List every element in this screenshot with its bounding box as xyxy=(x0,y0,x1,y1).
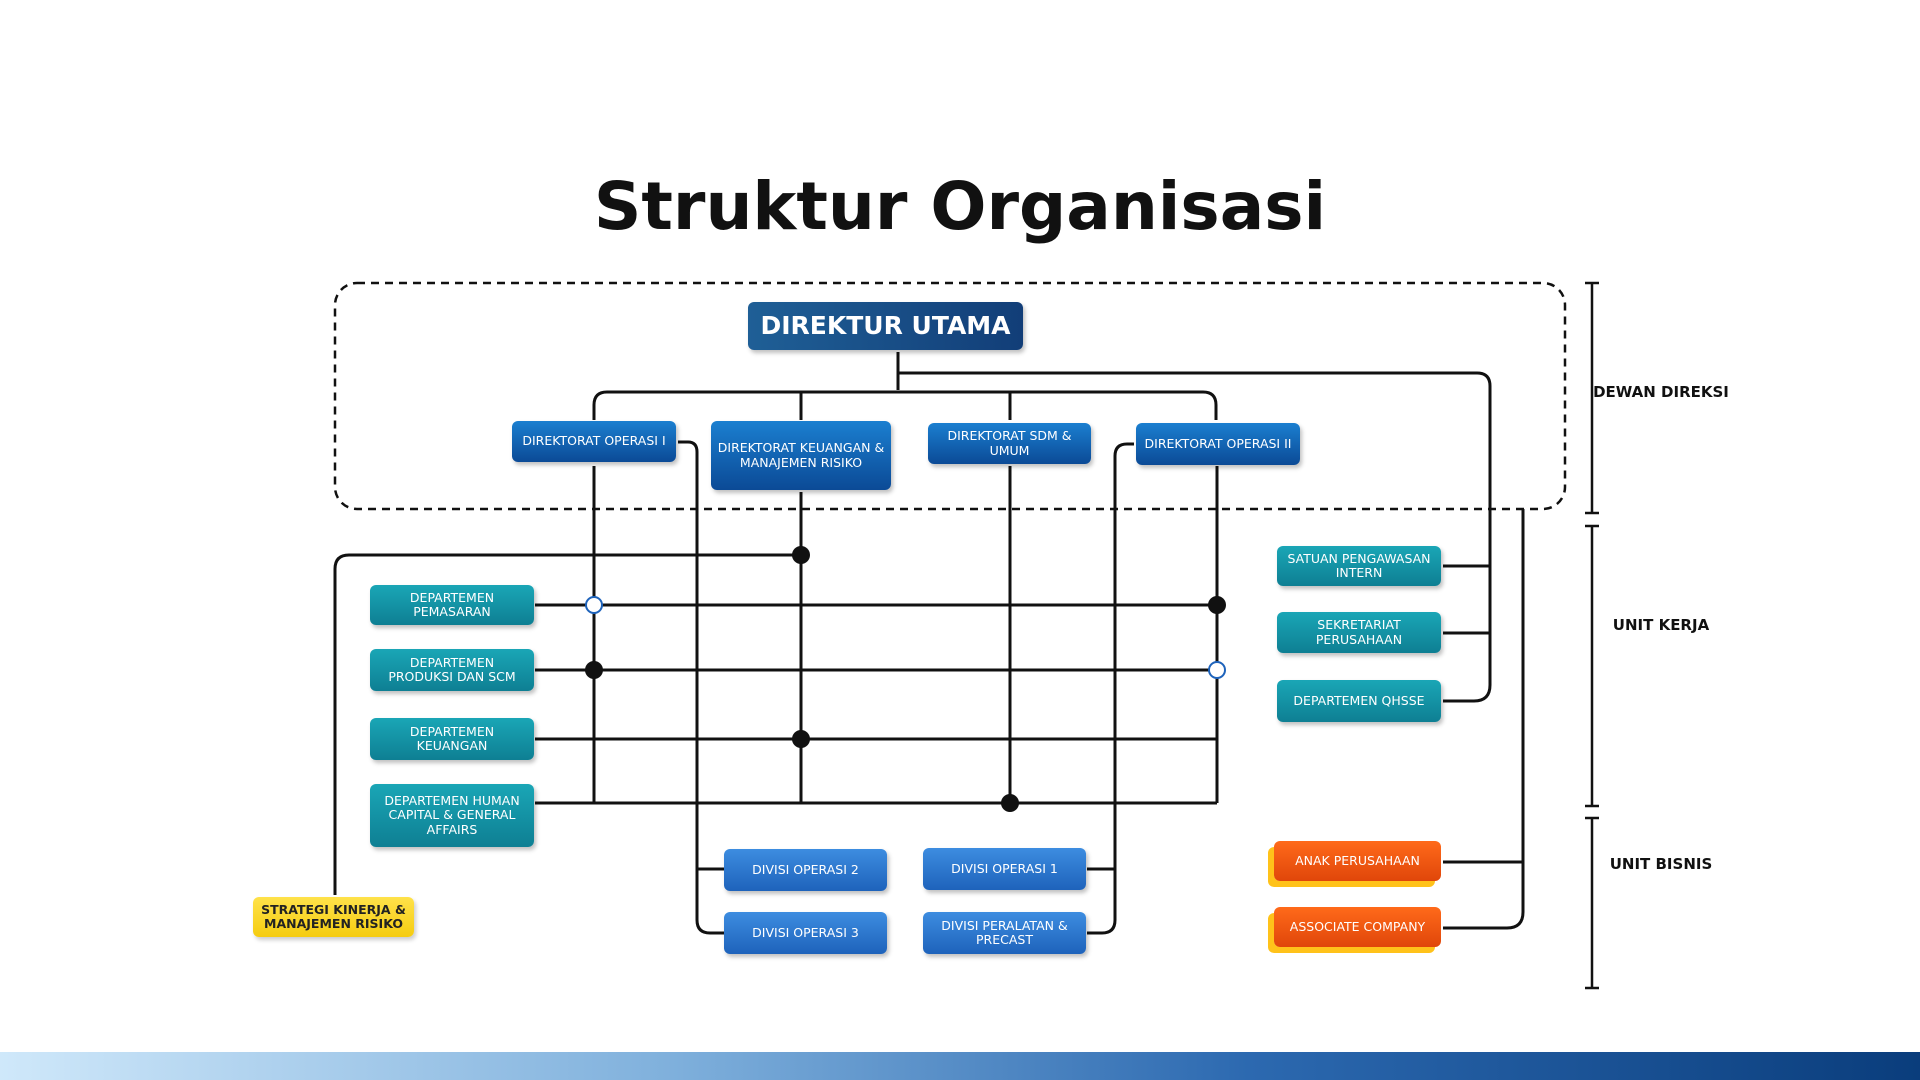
satuan-pengawasan-intern-box: SATUAN PENGAWASAN INTERN xyxy=(1277,546,1441,586)
page-title: Struktur Organisasi xyxy=(593,168,1327,245)
associate-company-box: ASSOCIATE COMPANY xyxy=(1274,907,1441,947)
direktorat-sdm-box: DIREKTORAT SDM & UMUM xyxy=(928,423,1091,464)
direktur-utama-box: DIREKTUR UTAMA xyxy=(748,302,1023,350)
divisi-operasi-2-box: DIVISI OPERASI 2 xyxy=(724,849,887,891)
strategi-kinerja-box: STRATEGI KINERJA & MANAJEMEN RISIKO xyxy=(253,897,414,937)
anak-perusahaan-box: ANAK PERUSAHAAN xyxy=(1274,841,1441,881)
departemen-qhsse-box: DEPARTEMEN QHSSE xyxy=(1277,680,1441,722)
direktorat-operasi-1-box: DIREKTORAT OPERASI I xyxy=(512,421,676,462)
divisi-peralatan-precast-box: DIVISI PERALATAN & PRECAST xyxy=(923,912,1086,954)
departemen-produksi-box: DEPARTEMEN PRODUKSI DAN SCM xyxy=(370,649,534,691)
section-label-unit-kerja: UNIT KERJA xyxy=(1612,616,1710,634)
direktorat-operasi-2-box: DIREKTORAT OPERASI II xyxy=(1136,423,1300,465)
section-label-dewan-direksi: DEWAN DIREKSI xyxy=(1593,383,1729,401)
divisi-operasi-1-box: DIVISI OPERASI 1 xyxy=(923,848,1086,890)
sekretariat-perusahaan-box: SEKRETARIAT PERUSAHAAN xyxy=(1277,612,1441,653)
footer-gradient-bar xyxy=(0,1052,1920,1080)
divisi-operasi-3-box: DIVISI OPERASI 3 xyxy=(724,912,887,954)
departemen-pemasaran-box: DEPARTEMEN PEMASARAN xyxy=(370,585,534,625)
departemen-keuangan-box: DEPARTEMEN KEUANGAN xyxy=(370,718,534,760)
departemen-hcga-box: DEPARTEMEN HUMAN CAPITAL & GENERAL AFFAI… xyxy=(370,784,534,847)
direktorat-keuangan-box: DIREKTORAT KEUANGAN & MANAJEMEN RISIKO xyxy=(711,421,891,490)
section-label-unit-bisnis: UNIT BISNIS xyxy=(1609,855,1713,873)
